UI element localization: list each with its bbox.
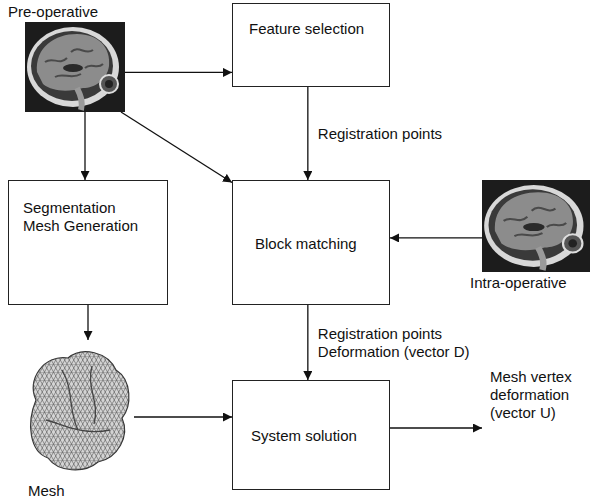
flow-arrow bbox=[87, 305, 88, 340]
process-box: Feature selection bbox=[232, 3, 390, 87]
flow-arrow bbox=[307, 87, 308, 180]
output-arrow bbox=[390, 427, 482, 428]
mesh-figure: Mesh bbox=[22, 340, 134, 480]
mesh-drawing bbox=[22, 340, 134, 480]
flow-arrow bbox=[125, 72, 232, 73]
flow-arrow bbox=[307, 305, 308, 380]
box-label: Feature selection bbox=[249, 20, 364, 38]
output-label: Mesh vertex deformation (vector U) bbox=[488, 368, 600, 422]
flow-arrow bbox=[121, 112, 232, 183]
process-box: Block matching bbox=[232, 180, 390, 305]
mri-image: Pre-operative bbox=[25, 22, 125, 112]
flow-arrow bbox=[134, 416, 232, 417]
image-caption: Intra-operative bbox=[470, 274, 567, 292]
brain-scan bbox=[25, 22, 125, 112]
mri-image: Intra-operative bbox=[482, 180, 590, 272]
flow-arrow bbox=[84, 112, 85, 180]
process-box: Segmentation Mesh Generation bbox=[8, 180, 168, 305]
edge-label: Registration points bbox=[316, 125, 444, 143]
box-label: Segmentation Mesh Generation bbox=[23, 199, 153, 235]
process-box: System solution bbox=[232, 380, 390, 490]
flow-arrow bbox=[390, 237, 482, 238]
brain-scan bbox=[482, 180, 590, 272]
image-caption: Mesh bbox=[28, 482, 65, 500]
edge-label: Registration points Deformation (vector … bbox=[316, 325, 498, 361]
image-caption: Pre-operative bbox=[8, 3, 98, 21]
box-label: Block matching bbox=[255, 235, 357, 253]
box-label: System solution bbox=[251, 427, 357, 445]
